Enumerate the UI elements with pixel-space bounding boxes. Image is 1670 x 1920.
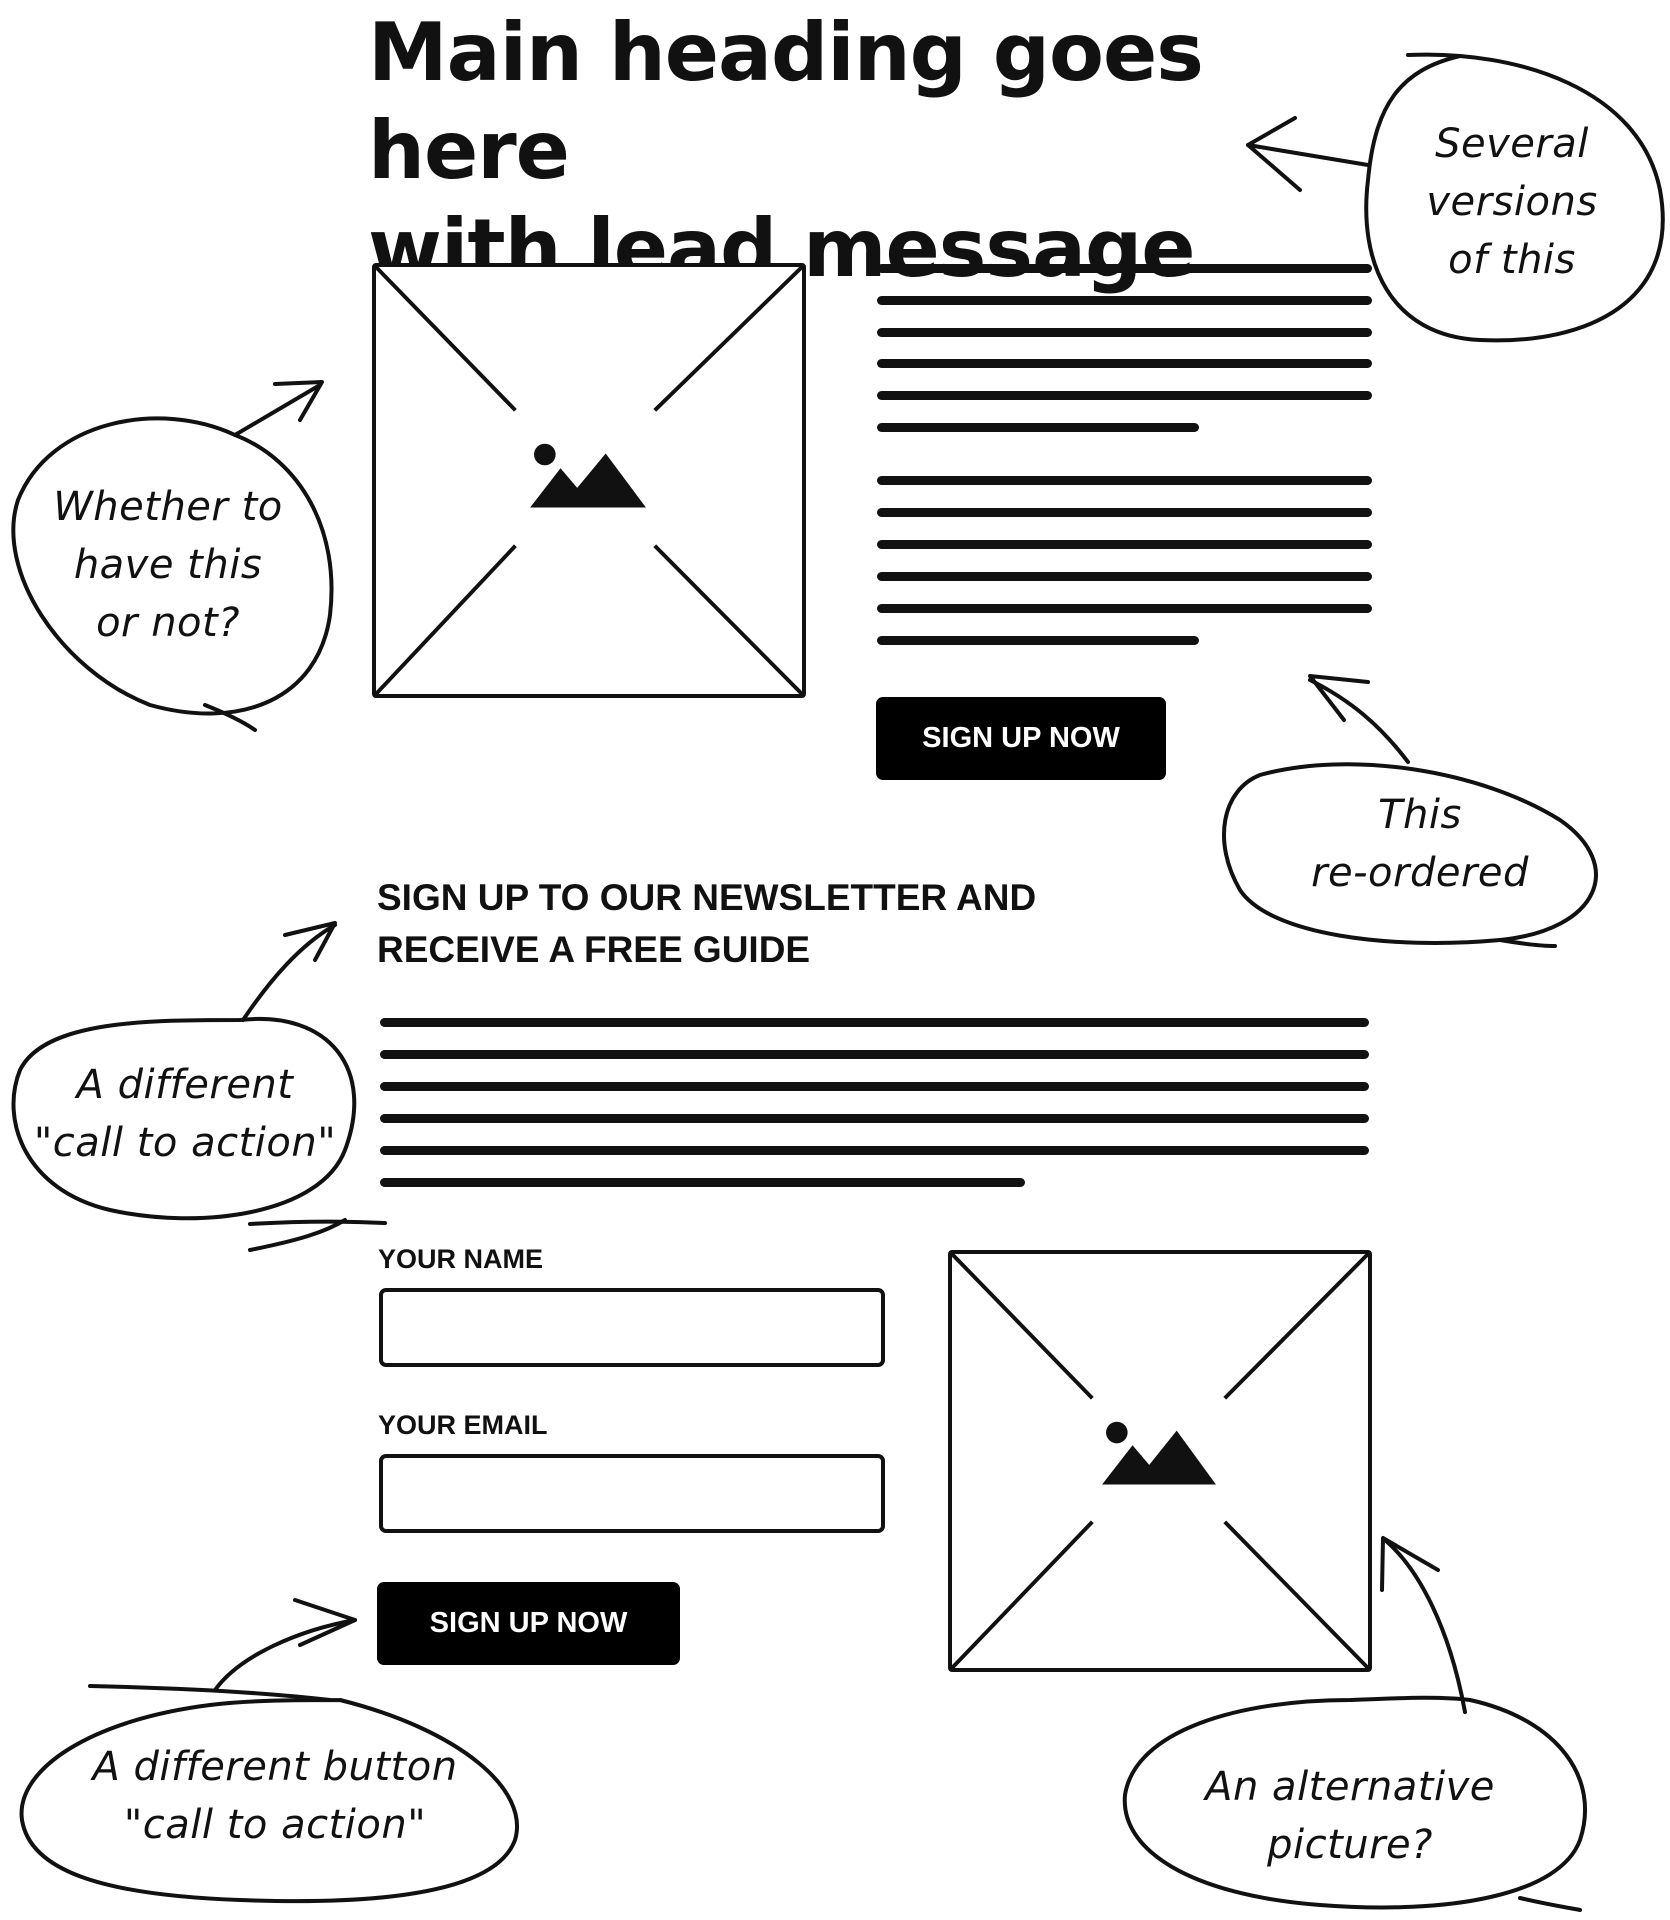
text-line [877, 540, 1372, 549]
text-line [877, 476, 1372, 485]
text-line [380, 1082, 1369, 1091]
annotation-tail [248, 1219, 387, 1226]
annotation-arrowhead [283, 921, 337, 962]
annotation-whether-to-have: Whether to have this or not? [28, 478, 308, 652]
main-heading: Main heading goes here with lead message [368, 4, 1408, 298]
name-field-label: YOUR NAME [378, 1244, 544, 1274]
email-field-label: YOUR EMAIL [378, 1410, 548, 1440]
annotation-text: Several [1435, 121, 1589, 167]
annotation-text: or not? [96, 600, 240, 646]
annotation-text: of this [1448, 237, 1576, 283]
annotation-bubble [11, 1016, 357, 1221]
newsletter-title-line-1: SIGN UP TO OUR NEWSLETTER AND [377, 877, 1037, 918]
newsletter-title: SIGN UP TO OUR NEWSLETTER AND RECEIVE A … [377, 872, 1137, 976]
annotation-tail [248, 1218, 347, 1252]
text-line [380, 1146, 1369, 1155]
text-line [877, 296, 1372, 305]
annotation-pointer [1246, 143, 1370, 167]
hero-signup-button[interactable]: SIGN UP NOW [876, 697, 1166, 780]
text-line [877, 636, 1199, 645]
annotation-text: versions [1426, 179, 1598, 225]
text-line [877, 328, 1372, 337]
annotation-text: picture? [1267, 1822, 1433, 1868]
text-line [877, 604, 1372, 613]
annotation-text: An alternative [1205, 1764, 1495, 1810]
annotation-bubble [1122, 1695, 1587, 1910]
newsletter-signup-button[interactable]: SIGN UP NOW [377, 1582, 680, 1665]
annotation-text: have this [73, 542, 263, 588]
annotation-pointer [213, 1618, 357, 1692]
annotation-bubble [1364, 52, 1665, 343]
annotation-pointer [241, 923, 337, 1022]
text-line [380, 1114, 1369, 1123]
annotation-arrowhead [1246, 116, 1302, 192]
text-line [877, 391, 1372, 400]
annotation-arrowhead [1308, 674, 1370, 722]
image-icon [1102, 1421, 1216, 1485]
annotation-pointer [1383, 1538, 1467, 1714]
annotation-bubble [1221, 762, 1598, 945]
text-line [380, 1050, 1369, 1059]
annotation-arrowhead [293, 1598, 357, 1647]
main-heading-line-1: Main heading goes here [368, 6, 1204, 197]
annotation-tail [1498, 938, 1557, 948]
annotation-arrowhead [1380, 1536, 1440, 1592]
annotation-bubble [19, 1698, 519, 1904]
annotation-different-button-cta: A different button "call to action" [40, 1738, 510, 1854]
text-line [877, 359, 1372, 368]
annotation-tail [1518, 1896, 1582, 1912]
annotation-several-versions: Several versions of this [1392, 115, 1632, 289]
text-line [380, 1178, 1025, 1187]
name-input[interactable] [379, 1288, 885, 1367]
annotation-alternative-picture: An alternative picture? [1140, 1758, 1560, 1874]
annotation-bubble [11, 416, 334, 716]
annotation-tail [88, 1684, 332, 1702]
annotation-arrowhead [273, 380, 324, 422]
text-line [877, 572, 1372, 581]
text-line [380, 1018, 1369, 1027]
annotation-reordered: This re-ordered [1270, 786, 1570, 902]
alternative-image-cross [952, 1254, 1368, 1668]
text-line [877, 423, 1199, 432]
annotation-text: re-ordered [1311, 850, 1529, 896]
alternative-image-placeholder [948, 1250, 1372, 1672]
email-input[interactable] [379, 1454, 885, 1533]
hero-image-placeholder [372, 263, 806, 698]
annotation-text: Whether to [53, 484, 283, 530]
annotation-text: This [1378, 792, 1462, 838]
annotation-text: A different [76, 1062, 294, 1108]
annotation-tail [203, 703, 257, 732]
annotation-pointer [1308, 678, 1410, 764]
annotation-text: "call to action" [33, 1120, 337, 1166]
annotation-text: A different button [92, 1744, 458, 1790]
hero-image-cross [376, 267, 802, 694]
image-icon [530, 443, 646, 508]
annotation-different-cta: A different "call to action" [20, 1056, 350, 1172]
newsletter-title-line-2: RECEIVE A FREE GUIDE [377, 929, 811, 970]
annotation-text: "call to action" [123, 1802, 427, 1848]
text-line [877, 508, 1372, 517]
annotation-pointer [233, 383, 322, 437]
text-line [877, 264, 1372, 273]
